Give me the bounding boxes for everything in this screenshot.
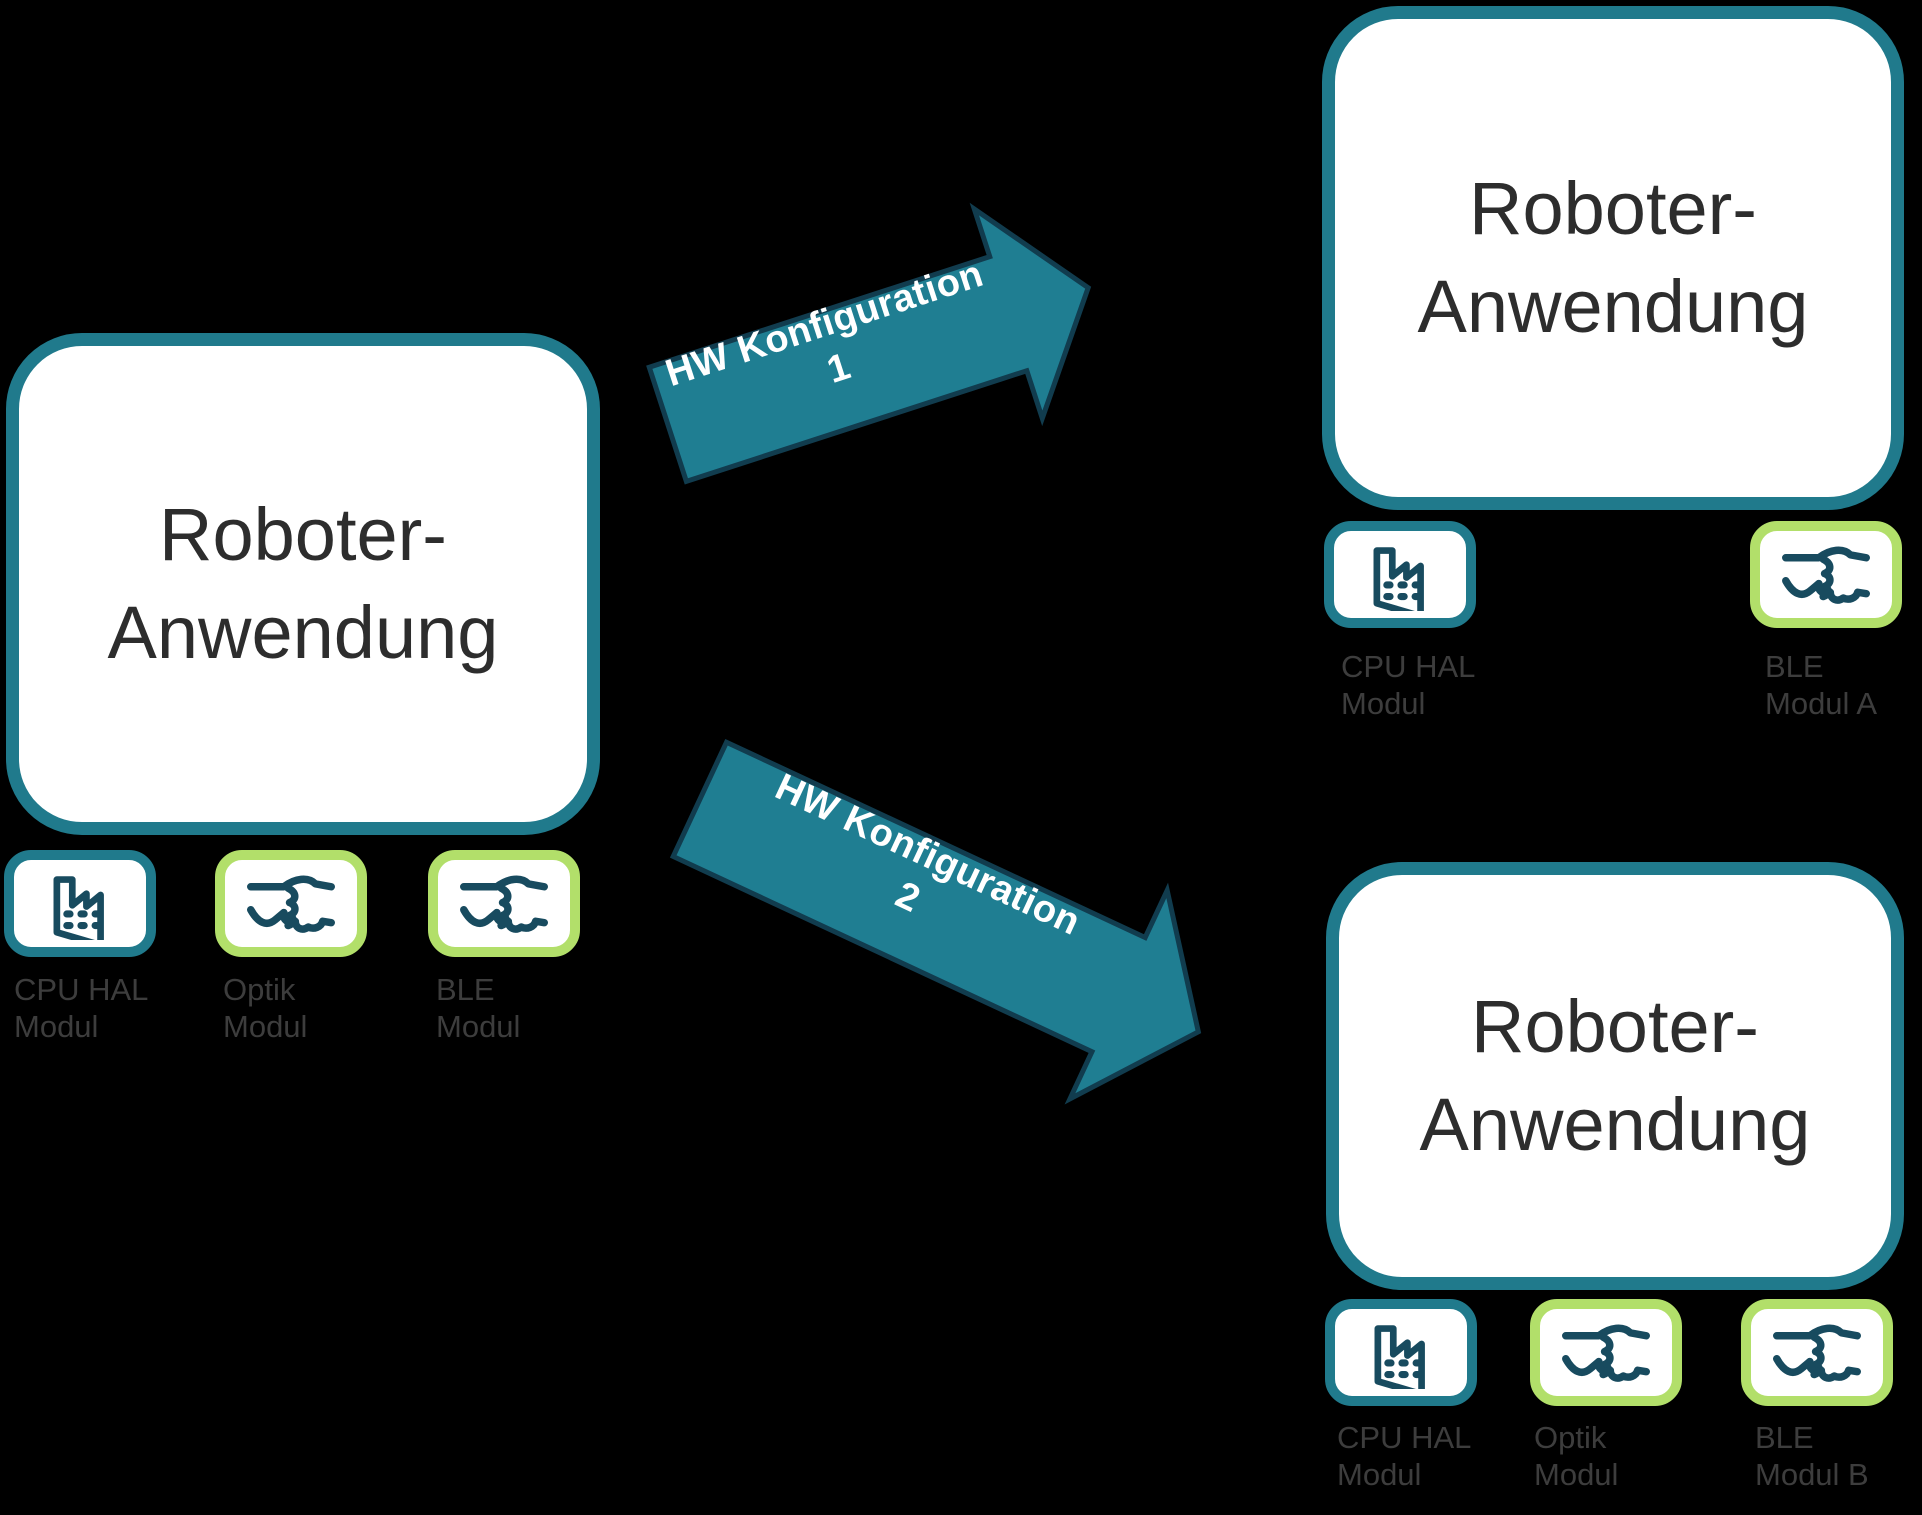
- module-label-optik: Optik Modul: [1534, 1419, 1618, 1493]
- factory-icon: [1373, 546, 1424, 611]
- module-label-line: Modul: [1534, 1457, 1619, 1492]
- factory-icon: [53, 875, 104, 940]
- module-ble-a: [1750, 521, 1902, 628]
- module-label-line: BLE: [1765, 649, 1824, 684]
- handshake-icon: [1562, 1324, 1650, 1382]
- module-label-ble: BLE Modul: [436, 971, 520, 1045]
- module-label-line: Modul B: [1755, 1457, 1869, 1492]
- module-label-line: CPU HAL: [14, 972, 149, 1007]
- block-arrow-right-icon: [646, 202, 1092, 485]
- module-cpu-hal: [4, 850, 156, 957]
- module-cpu-hal: [1325, 1299, 1477, 1406]
- left-roboter-anwendung-box: Roboter- Anwendung: [6, 333, 600, 835]
- box-title-line: Anwendung: [1419, 1083, 1811, 1166]
- box-title-line: Anwendung: [1417, 265, 1809, 348]
- module-optik: [215, 850, 367, 957]
- module-label-line: Modul: [436, 1009, 521, 1044]
- module-label-line: CPU HAL: [1341, 649, 1476, 684]
- box-title-line: Anwendung: [107, 591, 499, 674]
- module-cpu-hal: [1324, 521, 1476, 628]
- module-label-line: Modul A: [1765, 686, 1878, 721]
- hw-konfiguration-1-arrow: HW Konfiguration 1: [627, 172, 1129, 539]
- box-title-line: Roboter-: [159, 493, 447, 577]
- module-optik: [1530, 1299, 1682, 1406]
- block-arrow-right-icon: [669, 738, 1202, 1105]
- top-right-roboter-anwendung-box: Roboter- Anwendung: [1322, 6, 1904, 510]
- module-label-cpu-hal: CPU HAL Modul: [1337, 1419, 1471, 1493]
- module-label-line: BLE: [436, 972, 495, 1007]
- module-label-line: CPU HAL: [1337, 1420, 1472, 1455]
- module-label-line: BLE: [1755, 1420, 1814, 1455]
- module-ble: [428, 850, 580, 957]
- module-label-ble-b: BLE Modul B: [1755, 1419, 1869, 1493]
- box-title-line: Roboter-: [1469, 167, 1757, 251]
- module-label-line: Optik: [223, 972, 296, 1007]
- module-label-line: Modul: [14, 1009, 99, 1044]
- handshake-icon: [1773, 1324, 1861, 1382]
- box-title-line: Roboter-: [1471, 985, 1759, 1069]
- hw-konfiguration-2-arrow: HW Konfiguration 2: [643, 684, 1256, 1147]
- module-label-line: Modul: [1341, 686, 1426, 721]
- bottom-right-roboter-anwendung-box: Roboter- Anwendung: [1326, 862, 1904, 1290]
- module-label-line: Modul: [1337, 1457, 1422, 1492]
- module-label-line: Optik: [1534, 1420, 1607, 1455]
- handshake-icon: [1782, 546, 1870, 604]
- factory-icon: [1374, 1324, 1425, 1389]
- module-label-line: Modul: [223, 1009, 308, 1044]
- handshake-icon: [247, 875, 335, 933]
- module-label-cpu-hal: CPU HAL Modul: [1341, 648, 1475, 722]
- module-label-optik: Optik Modul: [223, 971, 307, 1045]
- module-ble-b: [1741, 1299, 1893, 1406]
- handshake-icon: [460, 875, 548, 933]
- module-label-cpu-hal: CPU HAL Modul: [14, 971, 148, 1045]
- module-label-ble-a: BLE Modul A: [1765, 648, 1877, 722]
